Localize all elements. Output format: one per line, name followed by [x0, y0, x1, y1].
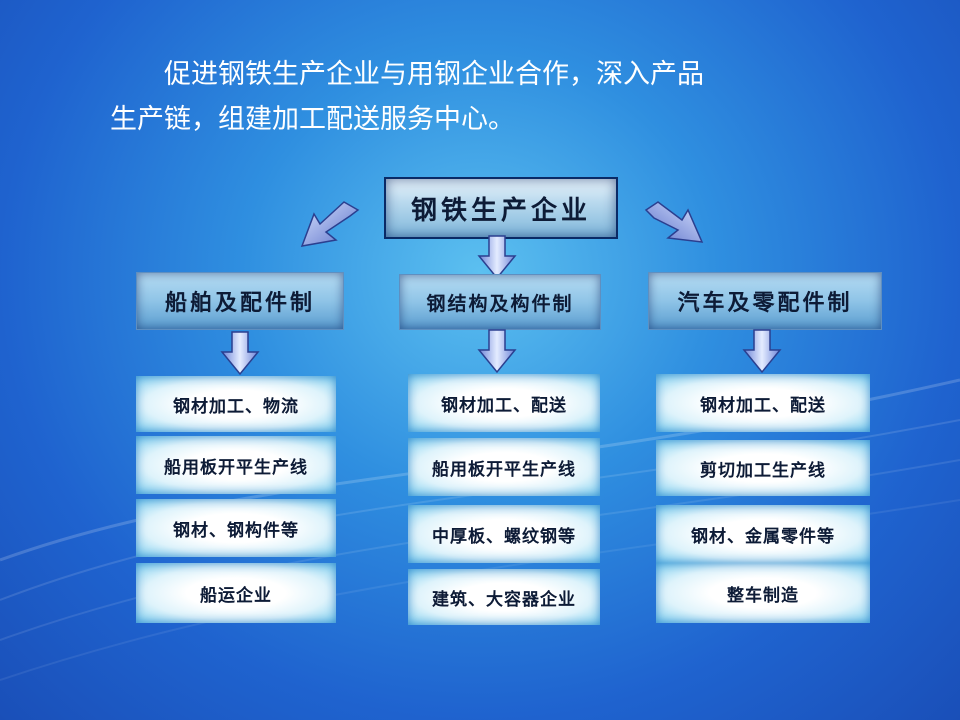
- item-box: 钢材加工、配送: [408, 374, 600, 432]
- arrow-left-diag-icon: [300, 201, 360, 247]
- category-automotive: 汽车及零配件制: [648, 272, 882, 330]
- item-box: 整车制造: [656, 563, 870, 623]
- item-box: 剪切加工生产线: [656, 440, 870, 496]
- item-box: 船运企业: [136, 563, 336, 623]
- arrow-down-icon: [477, 329, 517, 374]
- item-box: 钢材加工、物流: [136, 376, 336, 432]
- item-box: 船用板开平生产线: [408, 438, 600, 496]
- intro-line-1: 促进钢铁生产企业与用钢企业合作，深入产品: [164, 59, 704, 90]
- item-box: 钢材、钢构件等: [136, 499, 336, 557]
- category-shipbuilding: 船舶及配件制: [136, 272, 344, 330]
- item-box: 中厚板、螺纹钢等: [408, 505, 600, 563]
- arrow-down-icon: [220, 331, 260, 376]
- intro-text: 促进钢铁生产企业与用钢企业合作，深入产品 生产链，组建加工配送服务中心。: [110, 52, 830, 142]
- item-box: 船用板开平生产线: [136, 436, 336, 494]
- intro-line-2: 生产链，组建加工配送服务中心。: [110, 104, 515, 135]
- item-box: 钢材加工、配送: [656, 374, 870, 432]
- category-steel-structure: 钢结构及构件制: [399, 274, 601, 330]
- arrow-right-diag-icon: [644, 201, 704, 243]
- top-node-steel-producer: 钢铁生产企业: [384, 177, 618, 239]
- arrow-down-icon: [477, 235, 517, 280]
- item-box: 建筑、大容器企业: [408, 569, 600, 625]
- item-box: 钢材、金属零件等: [656, 505, 870, 563]
- arrow-down-icon: [742, 329, 782, 374]
